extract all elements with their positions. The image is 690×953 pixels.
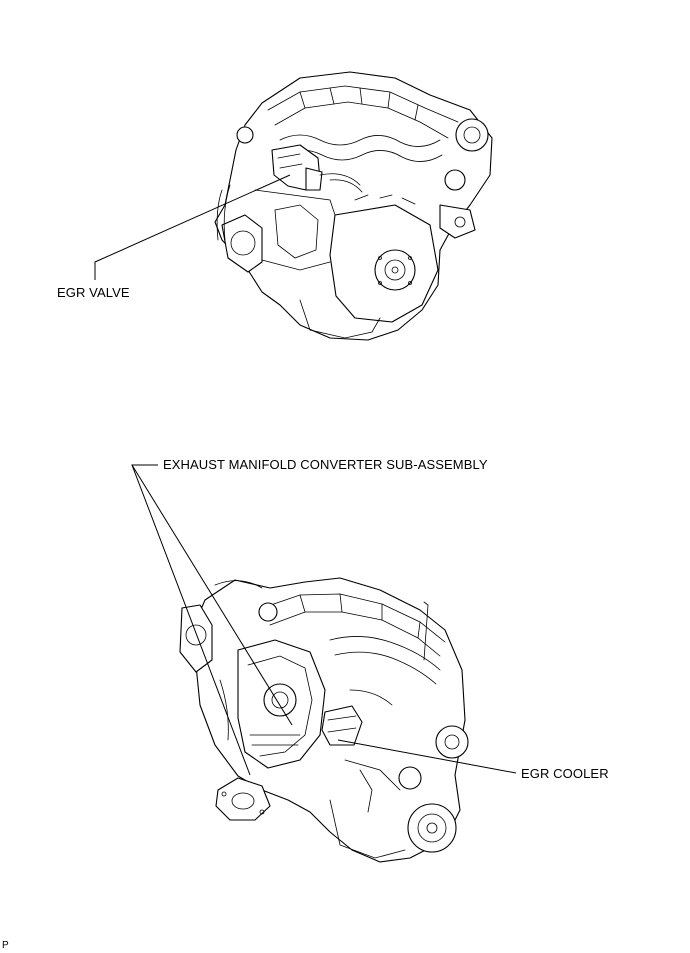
egr-cooler-label: EGR COOLER: [521, 766, 609, 781]
corner-code: P: [2, 940, 9, 951]
exhaust-manifold-label: EXHAUST MANIFOLD CONVERTER SUB-ASSEMBLY: [163, 457, 488, 472]
engine-top-view: [214, 71, 493, 341]
exhaust-manifold-leader-b: [131, 464, 293, 726]
egr-cooler-leader: [337, 739, 517, 774]
egr-valve-label: EGR VALVE: [57, 285, 130, 300]
leader-lines: [94, 174, 517, 776]
egr-valve-leader: [94, 174, 291, 280]
engine-bottom-view: [179, 577, 469, 863]
